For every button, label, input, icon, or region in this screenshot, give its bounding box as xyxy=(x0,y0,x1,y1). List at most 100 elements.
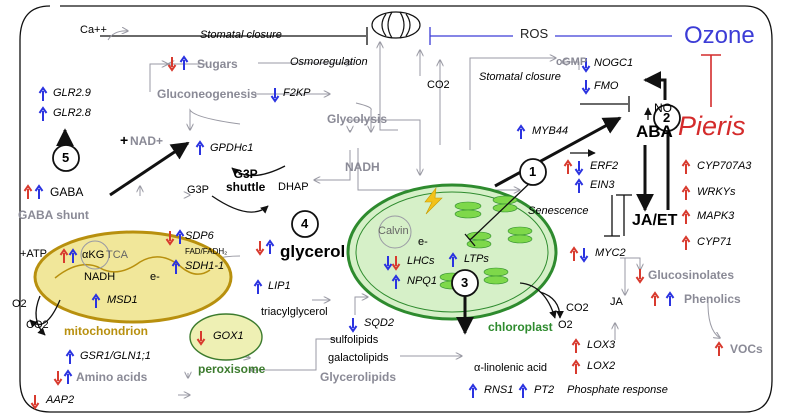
inhibit-black xyxy=(464,96,632,247)
npq1-label: NPQ1 xyxy=(407,275,437,287)
glucosinolates-label: Glucosinolates xyxy=(648,268,735,282)
mito-co2-label: CO2 xyxy=(26,319,49,331)
down-regulation-arrow xyxy=(383,256,393,271)
ca-label: Ca++ xyxy=(80,24,107,36)
chloro-o2-label: O2 xyxy=(558,319,573,331)
up-regulation-arrow xyxy=(59,248,69,263)
up-regulation-arrow xyxy=(179,55,189,70)
mito-nadh-label: NADH xyxy=(84,271,116,283)
up-regulation-arrow xyxy=(265,239,275,254)
up-regulation-arrow xyxy=(391,274,401,289)
stomata-icon xyxy=(371,11,421,39)
erf2-label: ERF2 xyxy=(590,160,619,172)
ros-label: ROS xyxy=(520,26,549,41)
galactolipids-label: galactolipids xyxy=(328,352,389,364)
down-regulation-arrow xyxy=(167,57,177,72)
co2-stomata: CO2 xyxy=(427,79,450,91)
aap2-label: AAP2 xyxy=(46,394,75,406)
nogc1-label: NOGC1 xyxy=(594,57,634,69)
atp-label: +ATP xyxy=(20,248,48,260)
up-regulation-arrow xyxy=(468,383,478,398)
down-regulation-arrow xyxy=(30,395,40,410)
nadh-top-label: NADH xyxy=(345,160,380,174)
step-4: 4 xyxy=(301,216,309,231)
inhibit-ros xyxy=(429,27,672,45)
up-regulation-arrow xyxy=(23,184,33,199)
down-regulation-arrow xyxy=(574,161,584,176)
dhap-label: DHAP xyxy=(278,181,309,193)
linolenic-label: α-linolenic acid xyxy=(474,362,548,374)
stomatal-closure-right: Stomatal closure xyxy=(479,71,561,83)
up-regulation-arrow xyxy=(569,246,579,261)
nad-label: NAD+ xyxy=(130,134,164,148)
mito-e-label: e- xyxy=(150,271,160,283)
down-regulation-arrow xyxy=(635,269,645,284)
sugars-label: Sugars xyxy=(197,57,238,71)
gsr-label: GSR1/GLN1;1 xyxy=(80,350,151,362)
ja-et-label: JA/ET xyxy=(632,212,678,229)
gaba-shunt-label: GABA shunt xyxy=(18,208,89,222)
peroxisome-shape xyxy=(189,313,263,361)
chloro-e-label: e- xyxy=(418,236,428,248)
up-regulation-arrow xyxy=(448,252,458,267)
lip1-label: LIP1 xyxy=(268,280,291,292)
gaba-label: GABA xyxy=(50,185,84,199)
amino-acids-label: Amino acids xyxy=(76,370,148,384)
akg-label: αKG xyxy=(82,249,105,261)
glr29-label: GLR2.9 xyxy=(53,87,91,99)
inhibit-stomatal-closure xyxy=(100,27,368,45)
chloro-co2-label: CO2 xyxy=(566,302,589,314)
glycolysis-label: Glycolysis xyxy=(327,112,388,126)
step-5: 5 xyxy=(62,150,70,165)
up-regulation-arrow xyxy=(574,178,584,193)
ltps-label: LTPs xyxy=(464,253,489,265)
peroxisome-label: peroxisome xyxy=(198,362,266,376)
fmo-label: FMO xyxy=(594,80,619,92)
up-regulation-arrow xyxy=(175,229,185,244)
up-regulation-arrow xyxy=(563,159,573,174)
fad-label: FAD/FADH₂ xyxy=(185,247,228,256)
down-regulation-arrow xyxy=(581,58,591,73)
up-regulation-arrow xyxy=(68,248,78,263)
cgmp-label: cGMP xyxy=(556,56,588,68)
down-regulation-arrow xyxy=(270,88,280,103)
up-regulation-arrow xyxy=(34,184,44,199)
glycerol-label: glycerol xyxy=(280,242,346,261)
up-regulation-arrow xyxy=(253,279,263,294)
up-regulation-arrow xyxy=(571,359,581,374)
up-regulation-arrow xyxy=(650,291,660,306)
ja-label: JA xyxy=(610,296,623,308)
up-regulation-arrow xyxy=(65,349,75,364)
sqd2-label: SQD2 xyxy=(364,317,394,329)
no-label: NO xyxy=(654,101,672,115)
lhcs-label: LHCs xyxy=(407,255,435,267)
mapk3-label: MAPK3 xyxy=(697,210,735,222)
up-regulation-arrow xyxy=(63,369,73,384)
down-regulation-arrow xyxy=(255,241,265,256)
up-regulation-arrow xyxy=(681,185,691,200)
up-regulation-arrow xyxy=(518,383,528,398)
phenolics-label: Phenolics xyxy=(684,292,741,306)
myb44-label: MYB44 xyxy=(532,125,569,137)
gluconeogenesis-label: Gluconeogenesis xyxy=(157,87,258,101)
aba-label: ABA xyxy=(636,122,673,141)
cyp707a3-label: CYP707A3 xyxy=(697,160,752,172)
g3p-label: G3P xyxy=(187,184,210,196)
sulfolipids-label: sulfolipids xyxy=(330,334,379,346)
wrkys-label: WRKYs xyxy=(697,186,736,198)
down-regulation-arrow xyxy=(581,80,591,95)
gox1-label: GOX1 xyxy=(213,330,244,342)
regulation-arrows xyxy=(23,55,724,410)
mito-o2-label: O2 xyxy=(12,298,27,310)
down-regulation-arrow xyxy=(53,371,63,386)
cyp71-label: CYP71 xyxy=(697,236,732,248)
lightning-icon xyxy=(424,187,443,215)
down-regulation-arrow xyxy=(348,318,358,333)
ozone-label: Ozone xyxy=(684,22,755,49)
ein3-label: EIN3 xyxy=(590,179,615,191)
lox3-label: LOX3 xyxy=(587,339,616,351)
thick-arrows xyxy=(56,71,677,335)
up-regulation-arrow xyxy=(681,235,691,250)
black-arrows xyxy=(29,107,652,336)
